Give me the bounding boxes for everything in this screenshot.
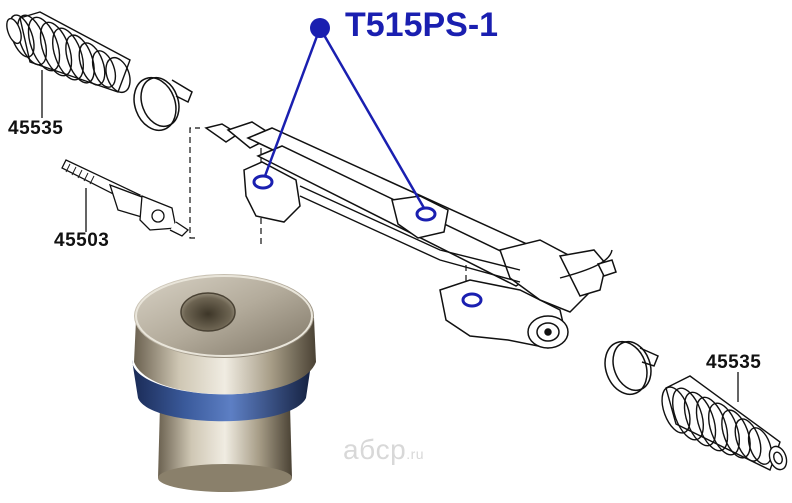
- watermark-tld: .ru: [406, 446, 425, 462]
- bushing-photo: [132, 274, 316, 492]
- clamp-ring-bottom: [604, 340, 659, 396]
- part-number-boot-bottom: 45535: [706, 352, 762, 373]
- watermark-brand: aбcp: [343, 434, 407, 465]
- tie-rod-end: [61, 159, 190, 237]
- part-number-boot-top: 45535: [8, 118, 64, 139]
- boot-bottom-right: [661, 375, 788, 471]
- steering-rack: [204, 121, 617, 349]
- callout-dot: [310, 18, 330, 38]
- hydraulic-lines: [299, 185, 613, 283]
- callout-part-number: T515PS-1: [345, 6, 499, 44]
- part-number-tie-rod-end: 45503: [54, 230, 110, 251]
- clamp-ring-top: [133, 76, 193, 132]
- boot-top-left: [6, 11, 131, 94]
- watermark: aбcp.ru: [343, 434, 424, 466]
- bushing-markers: [252, 174, 483, 308]
- callout-lines: [263, 27, 426, 209]
